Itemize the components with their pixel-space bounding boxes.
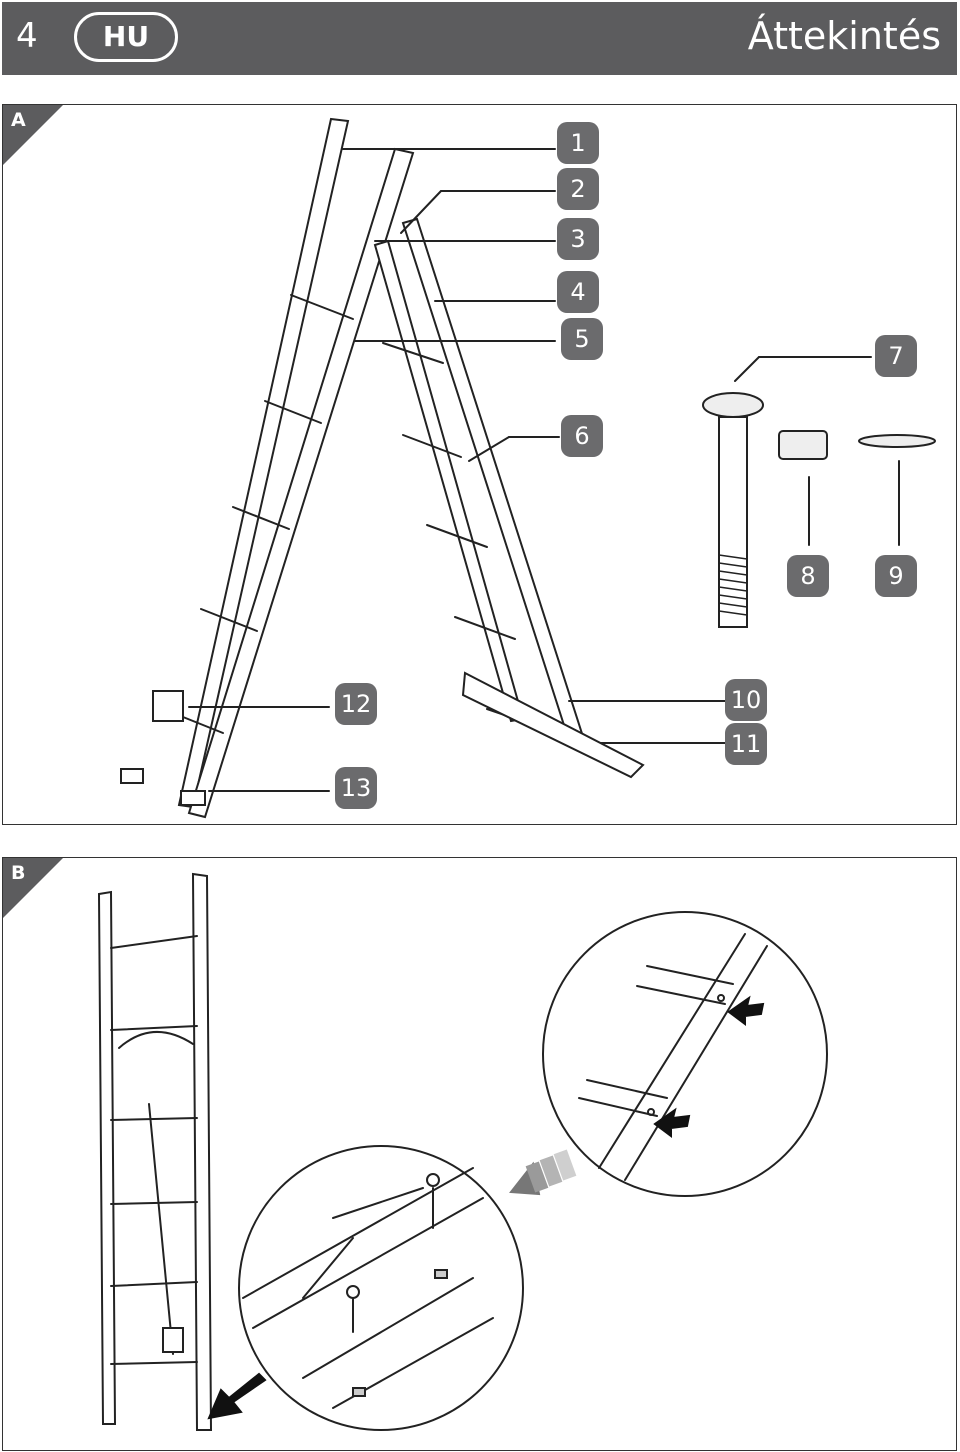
figure-label: B: [11, 862, 26, 884]
callout-3: 3: [557, 218, 599, 260]
callout-5: 5: [561, 318, 603, 360]
ladder-overview-illustration: [120, 117, 936, 819]
callout-9: 9: [875, 555, 917, 597]
assembly-detail-illustration: [97, 872, 828, 1431]
figure-b-panel: B: [2, 857, 957, 1451]
callout-1: 1: [557, 122, 599, 164]
page-number: 4: [16, 16, 38, 56]
arrow-icon: [207, 1372, 267, 1420]
callout-6: 6: [561, 415, 603, 457]
page-header: 4 HU Áttekintés: [2, 2, 957, 75]
callout-2: 2: [557, 168, 599, 210]
callout-10: 10: [725, 679, 767, 721]
page-title: Áttekintés: [747, 14, 941, 58]
callout-13: 13: [335, 767, 377, 809]
figure-a-panel: A 1 2 3 4 5 6 7 8 9 10 11 12 13: [2, 104, 957, 825]
callout-12: 12: [335, 683, 377, 725]
callout-4: 4: [557, 271, 599, 313]
language-badge: HU: [74, 12, 178, 62]
figure-corner-marker: [3, 858, 63, 918]
callout-11: 11: [725, 723, 767, 765]
callout-7: 7: [875, 335, 917, 377]
callout-8: 8: [787, 555, 829, 597]
figure-corner-marker: [3, 105, 63, 165]
figure-label: A: [11, 109, 26, 131]
